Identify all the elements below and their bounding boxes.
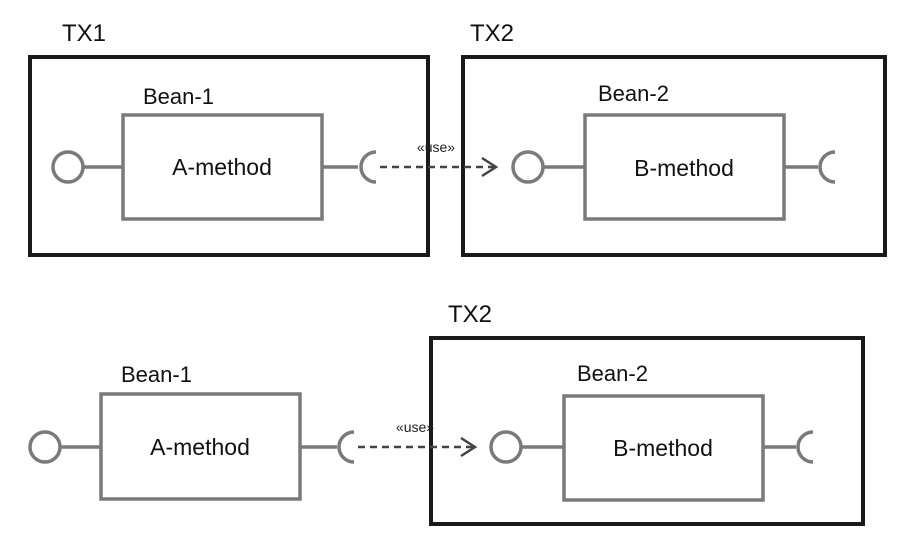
tx1-boundary	[28, 55, 430, 257]
bean-2-component: Bean-2 B-method	[511, 81, 836, 221]
bean-1-component: Bean-1 A-method	[51, 84, 377, 221]
required-interface-icon	[359, 150, 377, 184]
use-label: «use»	[396, 419, 434, 435]
bean-2-label: Bean-2	[577, 361, 648, 386]
use-dependency: «use»	[380, 139, 499, 178]
top-scenario: TX1 TX2 Bean-1 A-method «use» Bean-2 B-m…	[28, 20, 887, 257]
tx2-label: TX2	[470, 20, 514, 47]
a-method-label: A-method	[150, 434, 250, 460]
bean-1-label: Bean-1	[143, 84, 214, 109]
b-method-label: B-method	[613, 435, 713, 461]
tx2-label: TX2	[448, 301, 492, 328]
dependency-arrowhead-icon	[481, 156, 499, 178]
tx2-boundary	[429, 336, 865, 526]
bean-1-component: Bean-1 A-method	[28, 362, 355, 501]
tx2-boundary	[461, 55, 887, 257]
dependency-arrowhead-icon	[460, 436, 478, 458]
required-interface-icon	[796, 430, 814, 464]
use-dependency: «use»	[358, 419, 478, 458]
bean-1-label: Bean-1	[121, 362, 192, 387]
bean-2-label: Bean-2	[598, 81, 669, 106]
bean-2-component: Bean-2 B-method	[489, 361, 814, 502]
tx1-label: TX1	[62, 20, 106, 47]
required-interface-icon	[818, 150, 836, 184]
bottom-scenario: TX2 Bean-1 A-method «use» Bean-2 B-metho…	[28, 301, 865, 526]
provided-interface-icon	[28, 430, 62, 464]
provided-interface-icon	[51, 150, 85, 184]
a-method-label: A-method	[172, 154, 272, 180]
provided-interface-icon	[489, 430, 523, 464]
provided-interface-icon	[511, 150, 545, 184]
required-interface-icon	[337, 430, 355, 464]
b-method-label: B-method	[634, 155, 734, 181]
use-label: «use»	[417, 139, 455, 155]
